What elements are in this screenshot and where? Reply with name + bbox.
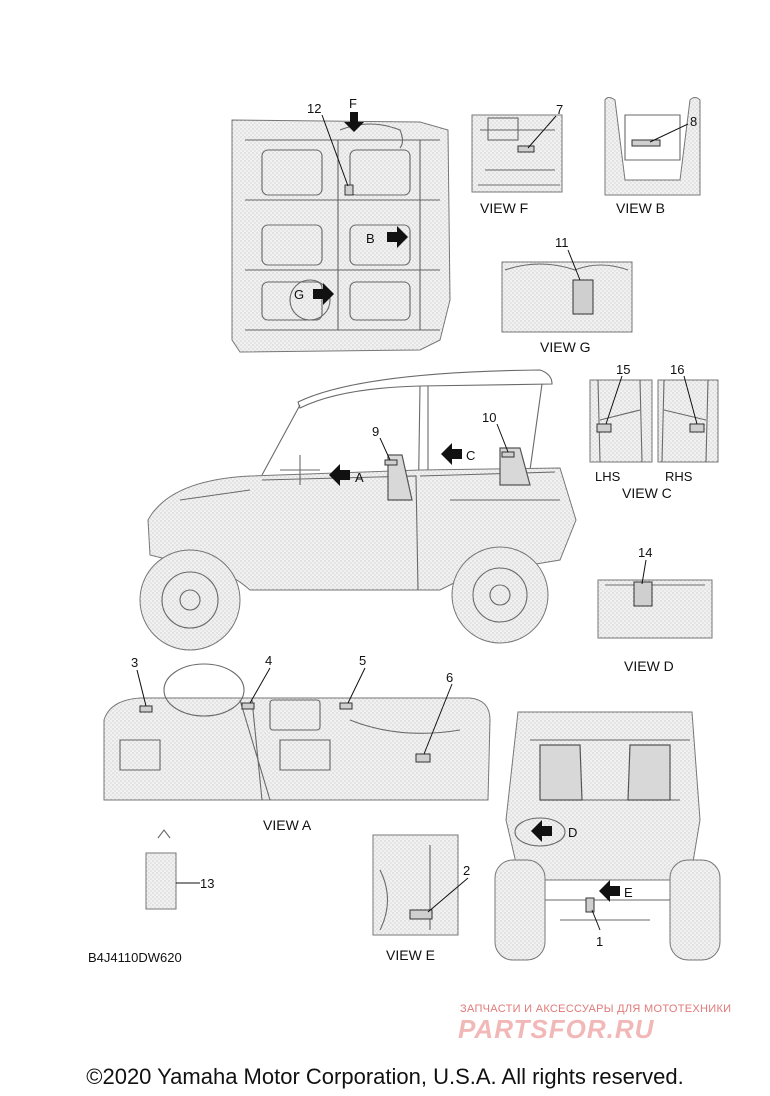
view-e-label: VIEW E: [386, 947, 435, 963]
arrow-label-f: F: [349, 96, 357, 111]
tag-13-illustration: [145, 829, 177, 910]
arrow-label-a: A: [355, 470, 364, 485]
decal-2: [409, 909, 433, 920]
callout-5: 5: [359, 653, 366, 668]
copyright-notice: ©2020 Yamaha Motor Corporation, U.S.A. A…: [86, 1064, 684, 1089]
decal-14: [633, 581, 653, 607]
view-a-label: VIEW A: [263, 817, 312, 833]
watermark-tagline: ЗАПЧАСТИ И АКСЕССУАРЫ ДЛЯ МОТОТЕХНИКИ: [460, 1003, 732, 1015]
arrow-f: [344, 112, 364, 132]
decal-10: [501, 451, 515, 458]
callout-8: 8: [690, 114, 697, 129]
view-c-label: VIEW C: [622, 485, 672, 501]
decal-1: [585, 897, 595, 913]
decal-9: [384, 459, 398, 466]
view-d-label: VIEW D: [624, 658, 674, 674]
view-c-rhs-illustration: [657, 379, 719, 463]
view-d-illustration: [597, 579, 713, 639]
view-f-illustration: [471, 114, 563, 193]
view-g-label: VIEW G: [540, 339, 591, 355]
view-g-illustration: [501, 261, 633, 333]
decal-8: [631, 139, 661, 147]
view-b-label: VIEW B: [616, 200, 665, 216]
decal-5: [339, 702, 353, 710]
view-c-lhs-illustration: [589, 379, 653, 463]
arrow-label-c: C: [466, 448, 475, 463]
view-c-lhs-label: LHS: [595, 469, 621, 484]
callout-6: 6: [446, 670, 453, 685]
decal-11: [572, 279, 594, 315]
callout-1: 1: [596, 934, 603, 949]
arrow-d: [531, 820, 552, 842]
callout-16: 16: [670, 362, 684, 377]
arrow-e: [599, 880, 620, 902]
decal-15: [596, 423, 612, 433]
view-a-illustration: [103, 663, 491, 801]
decal-4: [241, 702, 255, 710]
diagram-code: B4J4110DW620: [88, 950, 182, 965]
callout-13: 13: [200, 876, 214, 891]
callout-12: 12: [307, 101, 321, 116]
vehicle-side-view: [139, 369, 577, 651]
view-b-illustration: [604, 97, 701, 196]
callout-15: 15: [616, 362, 630, 377]
view-e-illustration: [372, 834, 459, 936]
arrow-g: [313, 283, 334, 305]
callout-7: 7: [556, 102, 563, 117]
view-f-label: VIEW F: [480, 200, 528, 216]
arrow-label-e: E: [624, 885, 633, 900]
callout-14: 14: [638, 545, 652, 560]
arrow-a: [329, 464, 350, 486]
callout-3: 3: [131, 655, 138, 670]
decal-7: [517, 145, 535, 153]
arrow-label-b: B: [366, 231, 375, 246]
arrow-label-d: D: [568, 825, 577, 840]
arrow-c: [441, 443, 462, 465]
arrow-b: [387, 226, 408, 248]
callout-10: 10: [482, 410, 496, 425]
decal-12: [344, 184, 354, 196]
decal-16: [689, 423, 705, 433]
arrow-label-g: G: [294, 287, 304, 302]
top-plan-view: [231, 119, 451, 353]
watermark-logo: PARTSFOR.RU: [458, 1014, 655, 1044]
callout-9: 9: [372, 424, 379, 439]
callout-11: 11: [555, 235, 569, 250]
callout-4: 4: [265, 653, 272, 668]
decal-6: [415, 753, 431, 763]
decal-3: [139, 705, 153, 713]
callout-2: 2: [463, 863, 470, 878]
view-c-rhs-label: RHS: [665, 469, 693, 484]
vehicle-rear-view: [494, 711, 721, 961]
